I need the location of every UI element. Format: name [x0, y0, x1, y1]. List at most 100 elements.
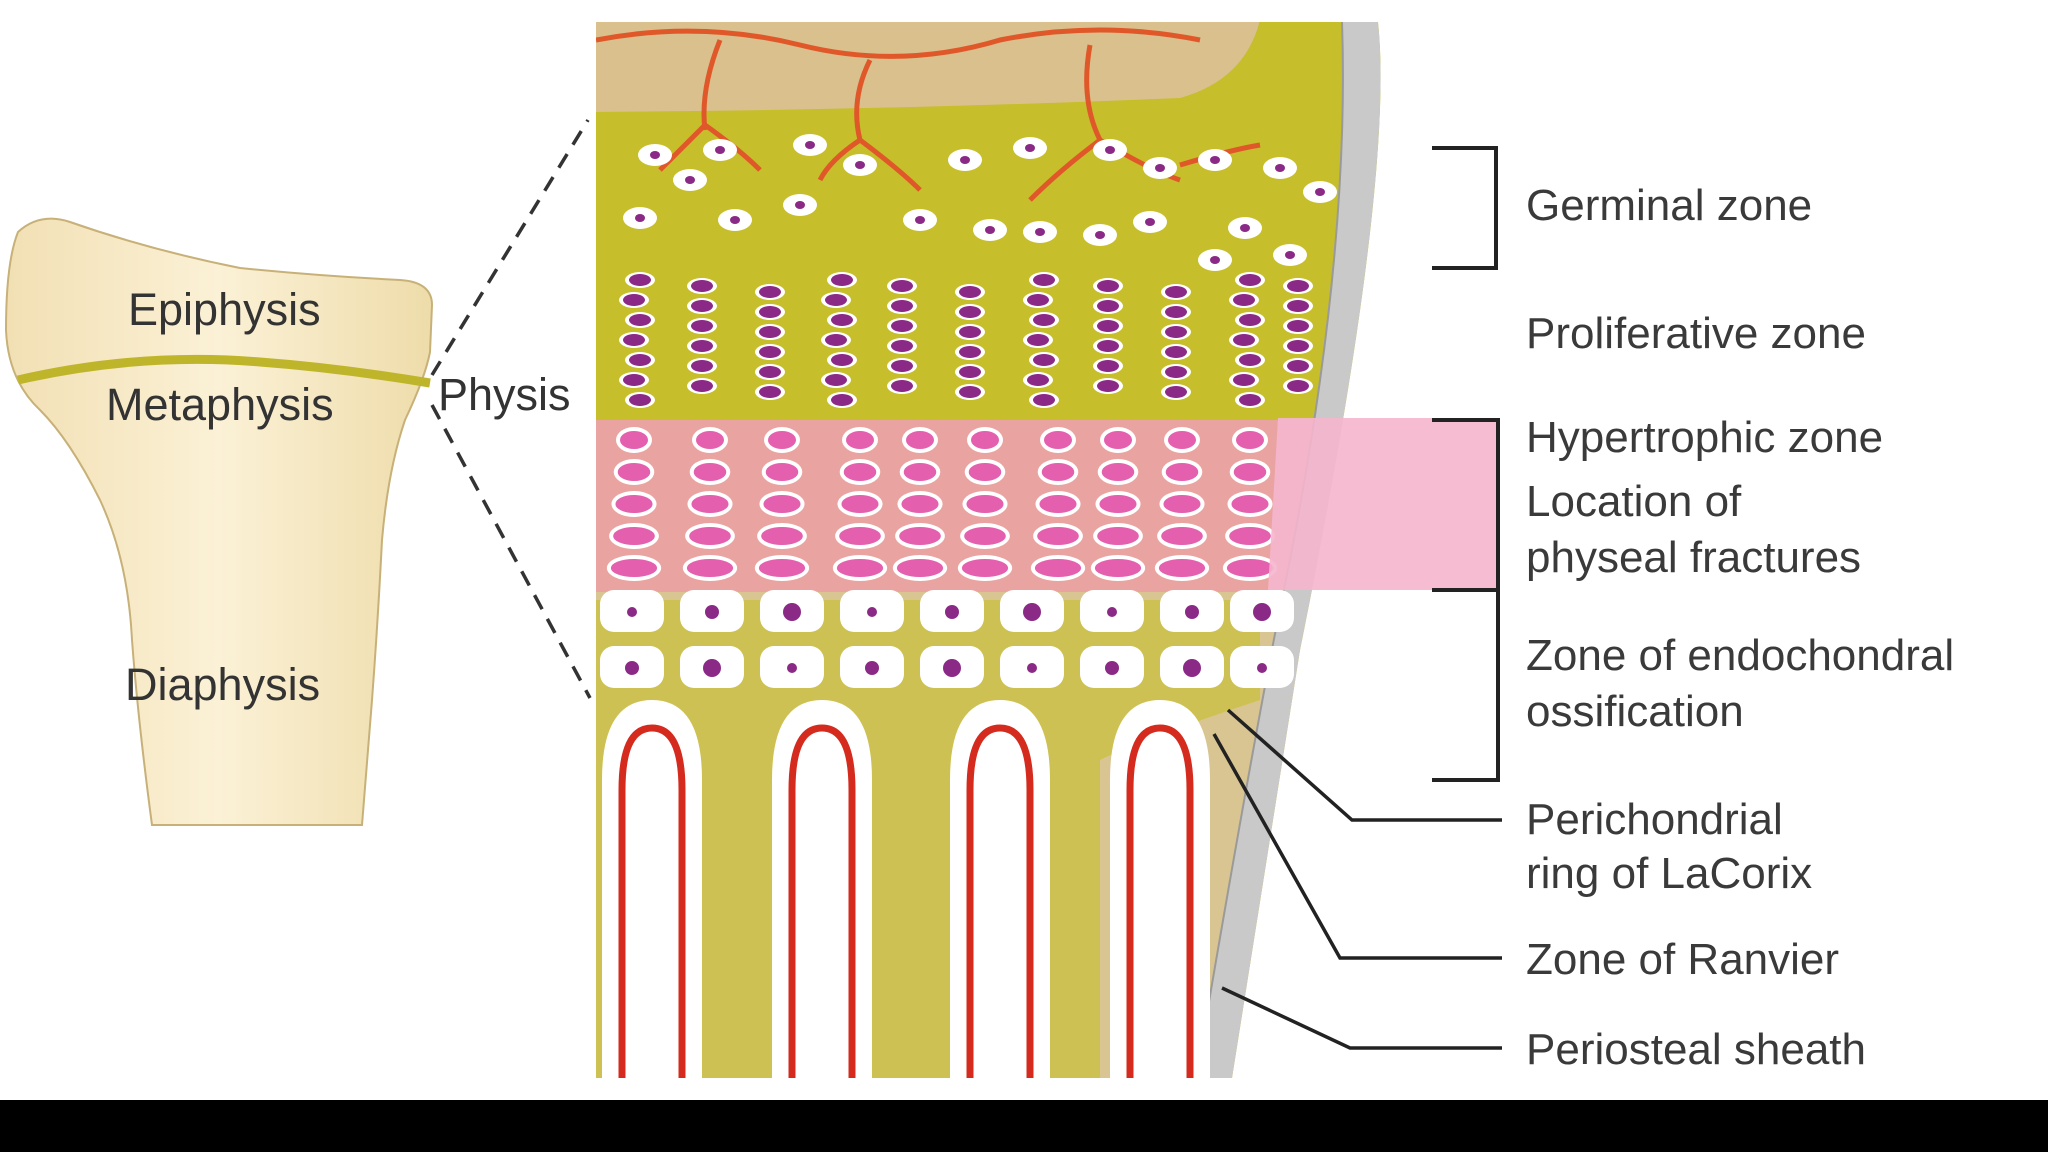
trabecula: [950, 700, 1050, 1078]
trabecula: [602, 700, 702, 1078]
zone-brackets: [1432, 146, 1500, 782]
lacuna-remnant: [1023, 603, 1041, 621]
germinal-nucleus: [1145, 218, 1155, 226]
lacuna-remnant: [783, 603, 801, 621]
proliferative-cell: [759, 386, 781, 398]
proliferative-cell: [1097, 300, 1119, 312]
hypertrophic-cell: [1104, 431, 1132, 449]
hypertrophic-cell: [1163, 495, 1201, 513]
metaphysis-label: Metaphysis: [106, 379, 334, 430]
proliferative-cell: [759, 346, 781, 358]
proliferative-cell: [1097, 320, 1119, 332]
trabecula: [772, 700, 872, 1078]
proliferative-cell: [959, 386, 981, 398]
proliferative-cell: [1287, 340, 1309, 352]
proliferative-cell: [959, 366, 981, 378]
epiphyseal-bone-cap: [596, 22, 1260, 112]
hypertrophic-cell: [836, 559, 884, 577]
proliferative-cell: [759, 286, 781, 298]
proliferative-zone-label: Proliferative zone: [1526, 309, 1866, 358]
zoom-line-bottom: [430, 404, 592, 699]
hypertrophic-cell: [693, 463, 727, 481]
germinal-cells: [623, 134, 1337, 271]
hypertrophic-cell: [1034, 559, 1082, 577]
proliferative-cell: [891, 360, 913, 372]
proliferative-cell: [1033, 354, 1055, 366]
proliferative-cell: [1287, 300, 1309, 312]
proliferative-cell: [691, 320, 713, 332]
hypertrophic-cell: [615, 495, 653, 513]
proliferative-cell: [1287, 320, 1309, 332]
hypertrophic-cell: [761, 527, 803, 545]
physis-line: [16, 354, 431, 388]
hypertrophic-cell: [765, 463, 799, 481]
proliferative-cell: [1239, 314, 1261, 326]
lacuna-remnant: [1107, 607, 1117, 617]
proliferative-cell: [1287, 280, 1309, 292]
germinal-nucleus: [1210, 256, 1220, 264]
germinal-nucleus: [915, 216, 925, 224]
bottom-black-bar: [0, 1100, 2048, 1152]
germinal-nucleus: [1025, 144, 1035, 152]
proliferative-cell: [623, 294, 645, 306]
hypertrophic-cell: [1094, 559, 1142, 577]
hypertrophic-cells: [606, 427, 1278, 581]
proliferative-cells: [619, 272, 1313, 408]
hypertrophic-cell: [839, 527, 881, 545]
proliferative-cell: [1239, 394, 1261, 406]
fracture-location-label-1: Location of: [1526, 477, 1742, 526]
proliferative-cell: [759, 326, 781, 338]
germinal-nucleus: [985, 226, 995, 234]
hypertrophic-cell: [1236, 431, 1264, 449]
proliferative-cell: [891, 280, 913, 292]
proliferative-cell: [623, 374, 645, 386]
hypertrophic-cell: [896, 559, 944, 577]
hypertrophic-cell: [768, 431, 796, 449]
proliferative-cell: [1097, 360, 1119, 372]
ossification-lacunae: [600, 590, 1294, 688]
proliferative-cell: [759, 366, 781, 378]
hypertrophic-cell: [613, 527, 655, 545]
lacuna-remnant: [1027, 663, 1037, 673]
proliferative-cell: [1233, 374, 1255, 386]
germinal-nucleus: [1285, 251, 1295, 259]
lacuna-remnant: [1253, 603, 1271, 621]
proliferative-cell: [629, 394, 651, 406]
proliferative-cell: [1233, 294, 1255, 306]
proliferative-cell: [1027, 294, 1049, 306]
proliferative-cell: [1027, 334, 1049, 346]
hypertrophic-cell: [906, 431, 934, 449]
proliferative-cell: [959, 346, 981, 358]
ossification-cartilage: [596, 600, 1260, 1078]
lacuna-remnant: [865, 661, 879, 675]
proliferative-cell: [831, 314, 853, 326]
hypertrophic-cell: [1168, 431, 1196, 449]
germinal-zone-label: Germinal zone: [1526, 181, 1812, 230]
proliferative-cell: [1027, 374, 1049, 386]
proliferative-cell: [1097, 340, 1119, 352]
fracture-band: [1268, 418, 1498, 590]
trabecula: [1110, 700, 1210, 1078]
lacuna-remnant: [625, 661, 639, 675]
hypertrophic-cell: [691, 495, 729, 513]
germinal-nucleus: [960, 156, 970, 164]
germinal-nucleus: [1275, 164, 1285, 172]
hypertrophic-cell: [1039, 495, 1077, 513]
zone-labels: Germinal zone Proliferative zone Hypertr…: [1526, 181, 1954, 1074]
proliferative-cell: [1165, 286, 1187, 298]
perichondrial-leader: [1226, 708, 1502, 822]
hypertrophic-zone-label: Hypertrophic zone: [1526, 413, 1883, 462]
lacuna-remnant: [703, 659, 721, 677]
hypertrophic-cell: [901, 495, 939, 513]
germinal-nucleus: [1155, 164, 1165, 172]
proliferative-cell: [825, 294, 847, 306]
hypertrophic-cell: [617, 463, 651, 481]
proliferative-cell: [891, 380, 913, 392]
lacuna-remnant: [1185, 605, 1199, 619]
hypertrophic-cell: [968, 463, 1002, 481]
hypertrophic-cell: [1037, 527, 1079, 545]
proliferative-cell: [623, 334, 645, 346]
proliferative-cell: [1165, 366, 1187, 378]
proliferative-cell: [1165, 346, 1187, 358]
hypertrophic-cell: [763, 495, 801, 513]
